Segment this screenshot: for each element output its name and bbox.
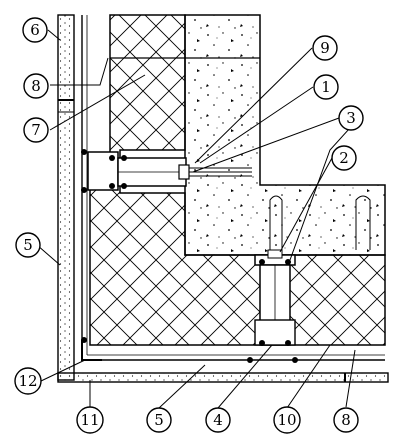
- svg-text:10: 10: [277, 411, 296, 429]
- callout-12: 12: [14, 367, 42, 395]
- svg-text:2: 2: [339, 149, 349, 167]
- callout-2: 2: [331, 145, 357, 171]
- svg-text:8: 8: [31, 77, 41, 95]
- cladding-panel-bottom: [57, 372, 389, 383]
- left-wall-bracket: [87, 151, 190, 191]
- callout-8-bottom: 8: [333, 407, 359, 433]
- svg-text:5: 5: [23, 236, 33, 254]
- svg-text:3: 3: [346, 109, 356, 127]
- svg-text:1: 1: [321, 78, 331, 96]
- svg-text:8: 8: [341, 411, 351, 429]
- svg-text:12: 12: [18, 372, 37, 390]
- callout-10: 10: [273, 406, 301, 434]
- callout-11: 11: [76, 406, 104, 434]
- svg-text:7: 7: [31, 121, 41, 139]
- callout-3: 3: [338, 105, 364, 131]
- leader-lines: [36, 29, 360, 409]
- callout-4: 4: [205, 407, 231, 433]
- corner-angle-bracket: [81, 340, 102, 361]
- anchor-bolt-left: [189, 167, 252, 177]
- anchor-bolts-bottom: [269, 195, 371, 250]
- callout-6: 6: [22, 17, 48, 43]
- svg-text:9: 9: [320, 39, 330, 57]
- callout-9: 9: [312, 35, 338, 61]
- callout-5-bottom: 5: [146, 407, 172, 433]
- callout-7: 7: [23, 117, 49, 143]
- callout-5-left: 5: [15, 232, 41, 258]
- callout-1: 1: [313, 74, 339, 100]
- concrete-wall: [184, 14, 386, 256]
- svg-text:6: 6: [30, 21, 40, 39]
- svg-text:11: 11: [80, 411, 99, 429]
- rail-fixing-screws: [81, 149, 298, 363]
- cladding-panel-left: [57, 14, 75, 381]
- callout-8-top: 8: [23, 73, 49, 99]
- svg-text:4: 4: [213, 411, 223, 429]
- svg-text:5: 5: [154, 411, 164, 429]
- bottom-wall-bracket: [254, 249, 296, 346]
